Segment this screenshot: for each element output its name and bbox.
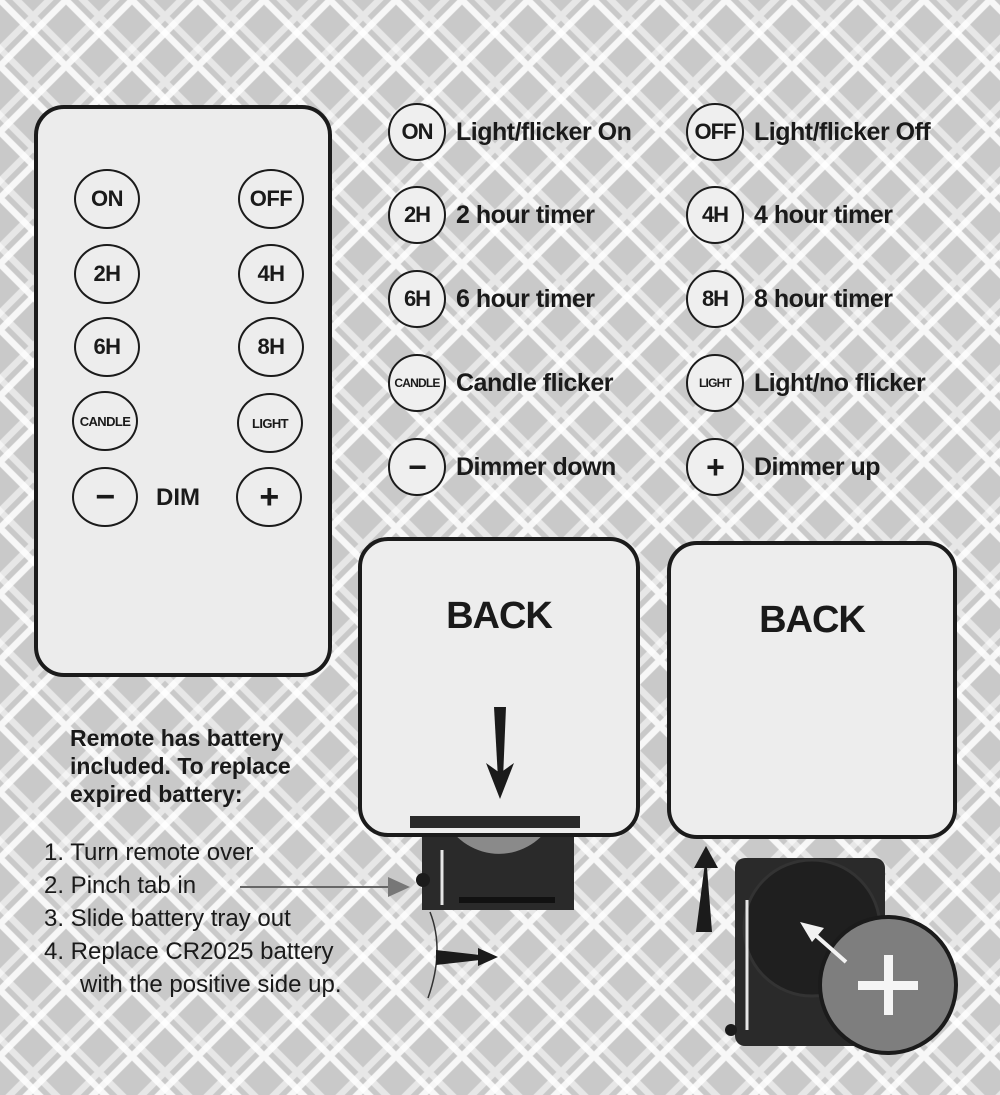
legend-item-2h: 2H 2 hour timer bbox=[388, 184, 595, 246]
remote-candle-button: CANDLE bbox=[72, 391, 138, 451]
place-battery-arrow-icon bbox=[800, 922, 848, 964]
legend-item-6h: 6H 6 hour timer bbox=[388, 268, 595, 330]
legend-text: Light/flicker Off bbox=[754, 117, 931, 146]
legend-item-4h: 4H 4 hour timer bbox=[686, 184, 893, 246]
legend-text: 2 hour timer bbox=[456, 200, 595, 229]
legend-item-on: ON Light/flicker On bbox=[388, 101, 632, 163]
step-1: 1. Turn remote over bbox=[44, 839, 254, 866]
step-3: 3. Slide battery tray out bbox=[44, 905, 291, 932]
cr2025-battery-icon bbox=[818, 915, 958, 1055]
dim-label: DIM bbox=[156, 484, 200, 511]
legend-item-dim-up: + Dimmer up bbox=[686, 436, 881, 498]
remote-illustration: ON OFF 2H 4H 6H 8H CANDLE LIGHT − DIM + bbox=[34, 105, 332, 677]
step-4: 4. Replace CR2025 battery bbox=[44, 938, 334, 965]
step-4-continued: with the positive side up. bbox=[80, 971, 342, 998]
instructions-title: Remote has battery included. To replace … bbox=[70, 724, 370, 808]
legend-item-candle: CANDLE Candle flicker bbox=[388, 352, 613, 414]
remote-4h-button: 4H bbox=[238, 244, 304, 304]
legend-item-dim-down: − Dimmer down bbox=[388, 436, 616, 498]
plus-icon: + bbox=[686, 438, 744, 496]
legend-light-button-icon: LIGHT bbox=[686, 354, 744, 412]
remote-back-left: BACK bbox=[358, 537, 640, 837]
remote-6h-button: 6H bbox=[74, 317, 140, 377]
legend-candle-button-icon: CANDLE bbox=[388, 354, 446, 412]
remote-dim-up-button: + bbox=[236, 467, 302, 527]
bracket-curve-icon bbox=[427, 911, 438, 999]
back-label: BACK bbox=[759, 599, 866, 641]
legend-8h-button-icon: 8H bbox=[686, 270, 744, 328]
remote-2h-button: 2H bbox=[74, 244, 140, 304]
legend-text: 8 hour timer bbox=[754, 284, 893, 313]
legend-6h-button-icon: 6H bbox=[388, 270, 446, 328]
legend-text: Light/flicker On bbox=[456, 117, 632, 146]
legend-item-8h: 8H 8 hour timer bbox=[686, 268, 893, 330]
tab-notch-left bbox=[410, 816, 580, 828]
legend-text: Candle flicker bbox=[456, 368, 613, 397]
remote-on-button: ON bbox=[74, 169, 140, 229]
down-arrow-icon bbox=[486, 707, 514, 799]
remote-back-right: BACK bbox=[667, 541, 957, 839]
pinch-arrow-icon bbox=[240, 877, 410, 897]
remote-light-button: LIGHT bbox=[237, 393, 303, 453]
insert-arrow-icon bbox=[696, 855, 712, 932]
legend-text: 4 hour timer bbox=[754, 200, 893, 229]
instructions-title-line: included. To replace bbox=[70, 753, 291, 779]
legend-item-off: OFF Light/flicker Off bbox=[686, 101, 931, 163]
slide-out-arrow-icon bbox=[436, 948, 498, 966]
remote-off-button: OFF bbox=[238, 169, 304, 229]
legend-item-light: LIGHT Light/no flicker bbox=[686, 352, 926, 414]
legend-text: 6 hour timer bbox=[456, 284, 595, 313]
legend-text: Dimmer up bbox=[754, 452, 881, 481]
remote-dim-down-button: − bbox=[72, 467, 138, 527]
step-2: 2. Pinch tab in bbox=[44, 872, 197, 899]
legend-text: Light/no flicker bbox=[754, 368, 926, 397]
remote-8h-button: 8H bbox=[238, 317, 304, 377]
back-label: BACK bbox=[446, 595, 553, 637]
legend-4h-button-icon: 4H bbox=[686, 186, 744, 244]
legend-off-button-icon: OFF bbox=[686, 103, 744, 161]
legend-on-button-icon: ON bbox=[388, 103, 446, 161]
instructions-title-line: expired battery: bbox=[70, 781, 243, 807]
instructions-title-line: Remote has battery bbox=[70, 725, 284, 751]
legend-2h-button-icon: 2H bbox=[388, 186, 446, 244]
minus-icon: − bbox=[388, 438, 446, 496]
instruction-steps: 1. Turn remote over 2. Pinch tab in 3. S… bbox=[44, 836, 341, 1001]
legend-text: Dimmer down bbox=[456, 452, 616, 481]
